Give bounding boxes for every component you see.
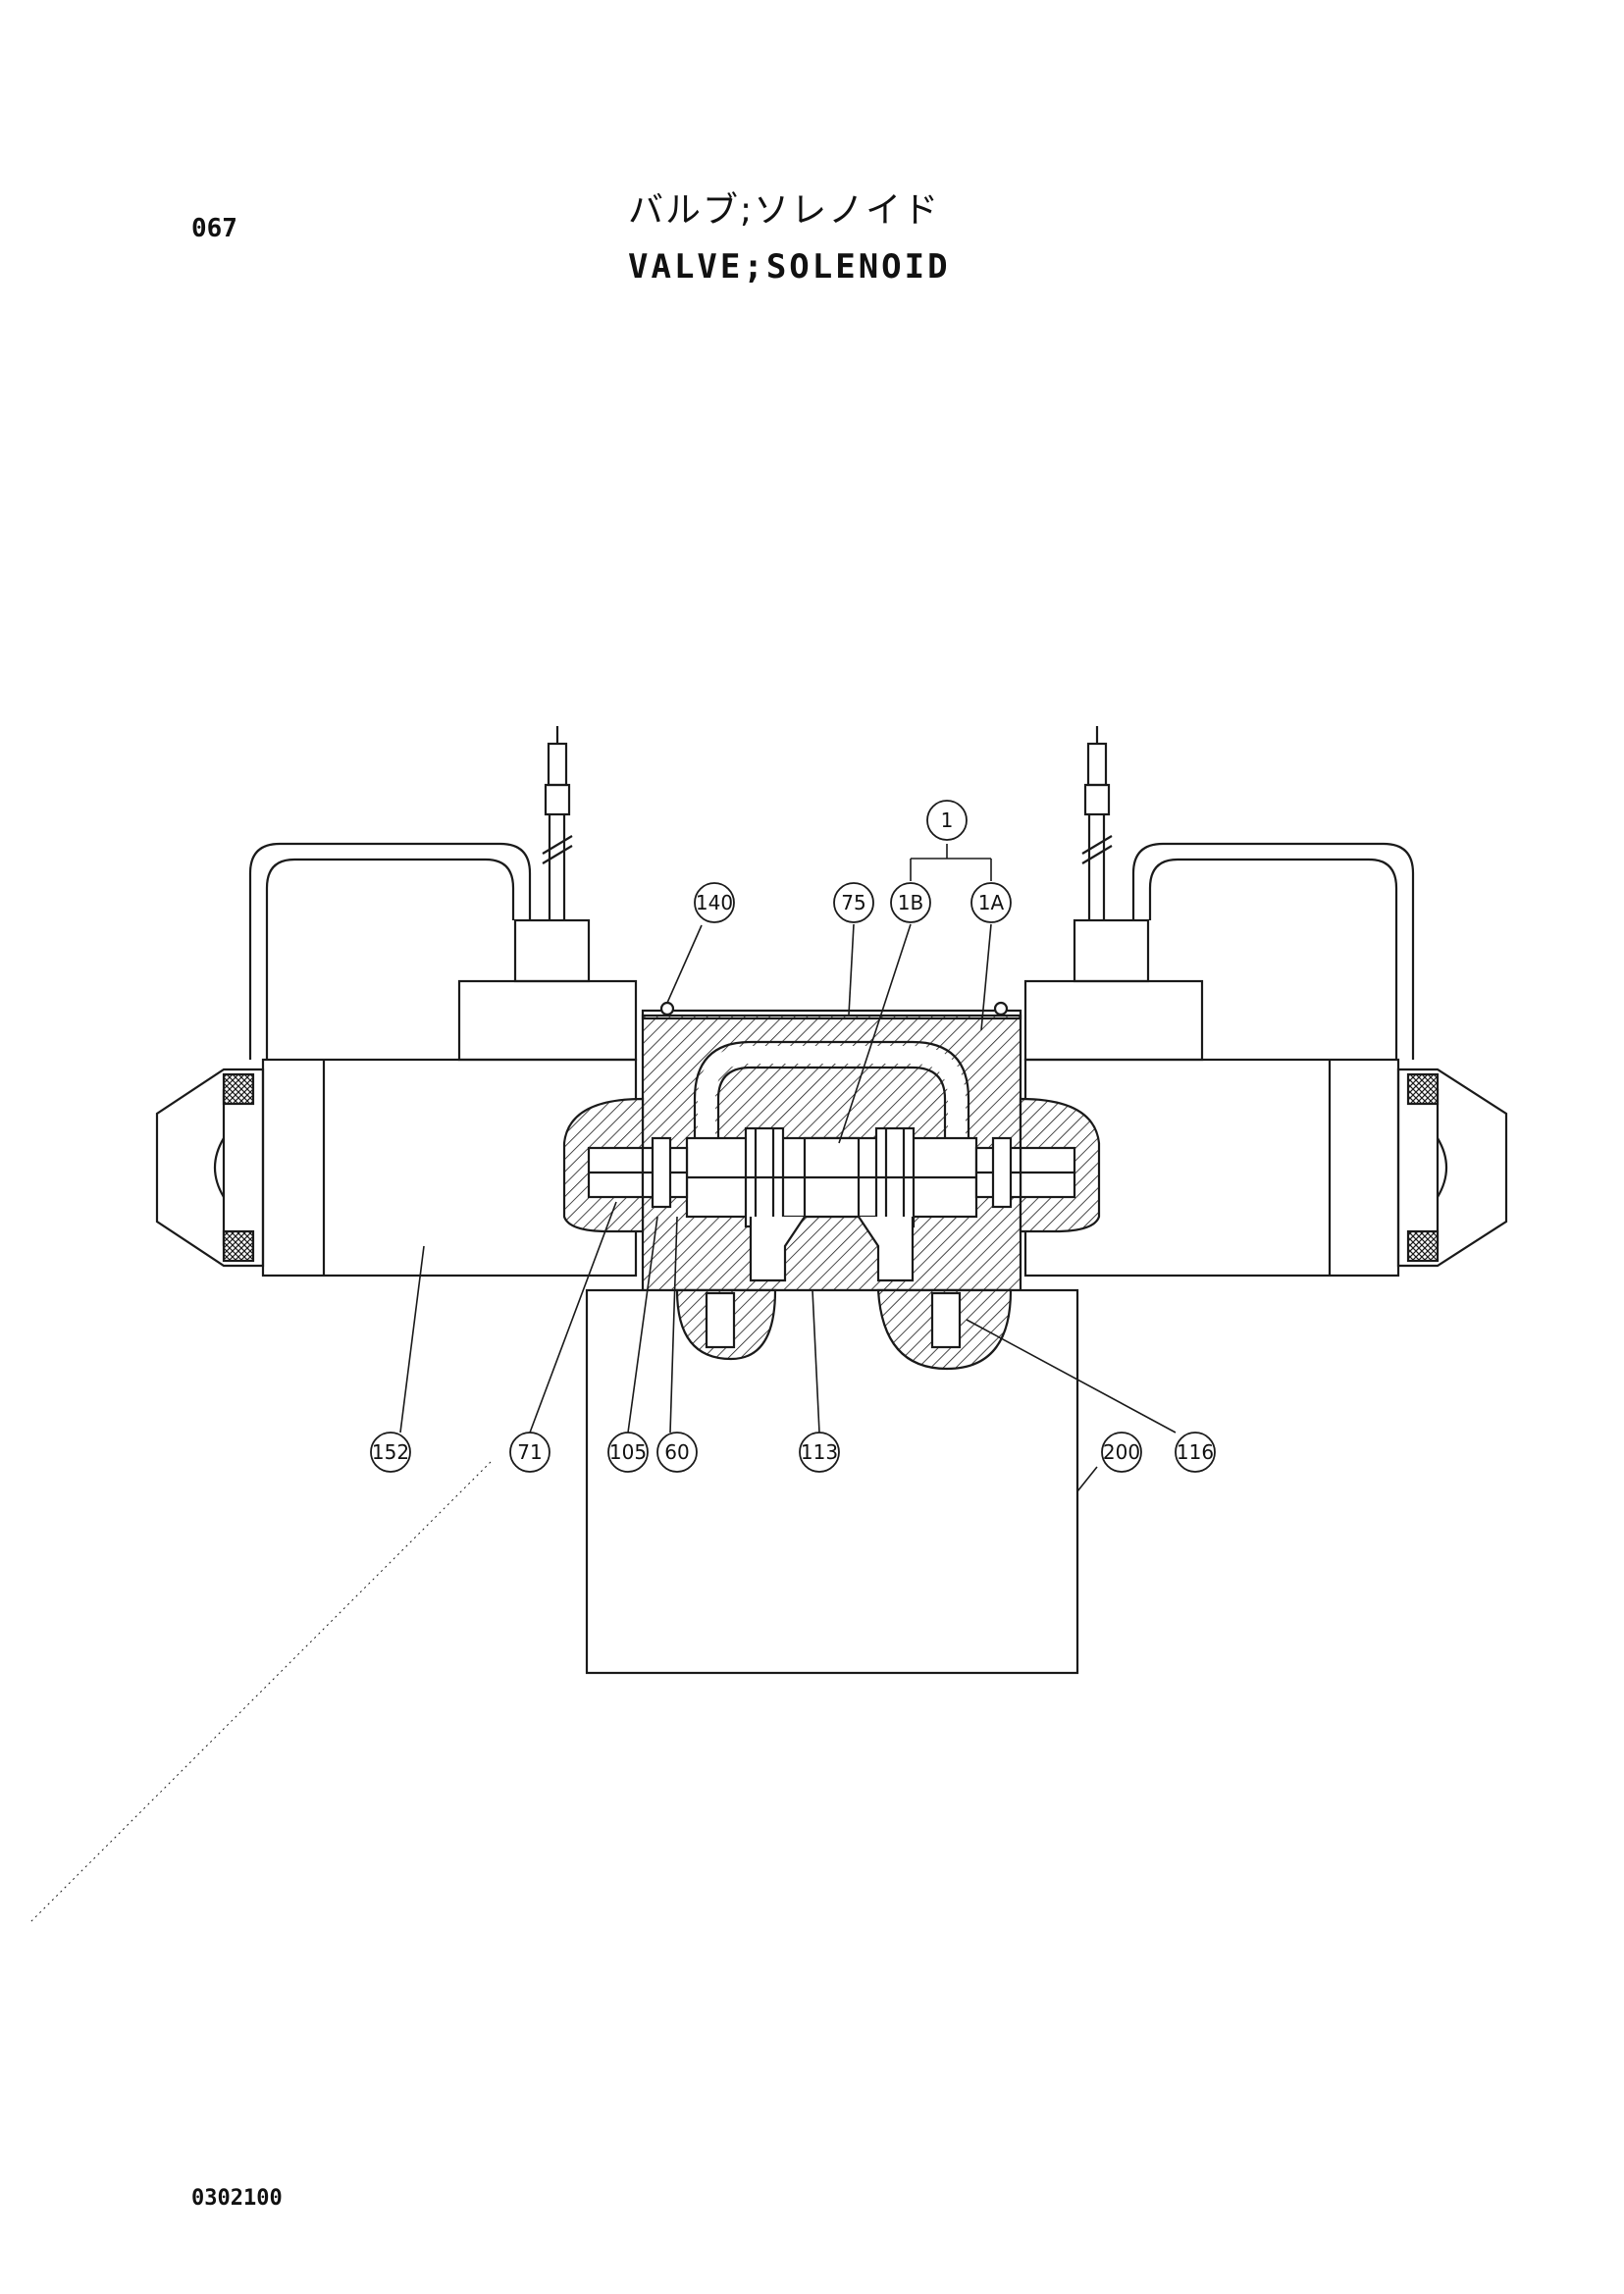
callout-balloons — [370, 800, 1216, 1473]
left-cable — [248, 842, 532, 1060]
leader-lines — [28, 844, 1177, 1924]
callout-105-label: 105 — [609, 1440, 647, 1464]
callout-60-label: 60 — [664, 1440, 689, 1464]
page-code: 067 — [191, 214, 237, 243]
callout-1a — [970, 882, 1012, 923]
callout-152 — [370, 1432, 411, 1473]
title-japanese: バルブ;ソレノイド — [628, 190, 941, 231]
callout-1-label: 1 — [941, 808, 954, 832]
left-end-cap — [155, 1068, 265, 1268]
valve-outline — [155, 726, 1508, 1675]
callout-75 — [833, 882, 874, 923]
callout-71 — [509, 1432, 550, 1473]
drawing-code: 0302100 — [191, 2186, 283, 2211]
callout-1 — [926, 800, 968, 841]
right-end-cap — [1396, 1068, 1508, 1268]
callout-60 — [656, 1432, 698, 1473]
callout-71-label: 71 — [517, 1440, 542, 1464]
callout-140-label: 140 — [696, 891, 733, 914]
callout-75-label: 75 — [841, 891, 865, 914]
callout-116-label: 116 — [1177, 1440, 1214, 1464]
right-solenoid-cap — [1023, 979, 1204, 1062]
callout-1b-label: 1B — [898, 891, 923, 914]
sub-plate — [585, 1288, 1079, 1675]
callout-200-label: 200 — [1103, 1440, 1140, 1464]
callout-200 — [1101, 1432, 1142, 1473]
title-english: VALVE;SOLENOID — [628, 247, 951, 287]
callout-113 — [799, 1432, 840, 1473]
callout-labels: 1 1B 1A 75 140 152 71 105 60 113 116 200 — [372, 808, 1214, 1464]
callout-105 — [607, 1432, 649, 1473]
callout-1a-label: 1A — [978, 891, 1005, 914]
callout-1b — [890, 882, 931, 923]
callout-113-label: 113 — [801, 1440, 838, 1464]
callout-152-label: 152 — [372, 1440, 409, 1464]
callout-116 — [1175, 1432, 1216, 1473]
right-cable — [1131, 842, 1415, 1060]
callout-140 — [694, 882, 735, 923]
left-solenoid-cap — [457, 979, 638, 1062]
